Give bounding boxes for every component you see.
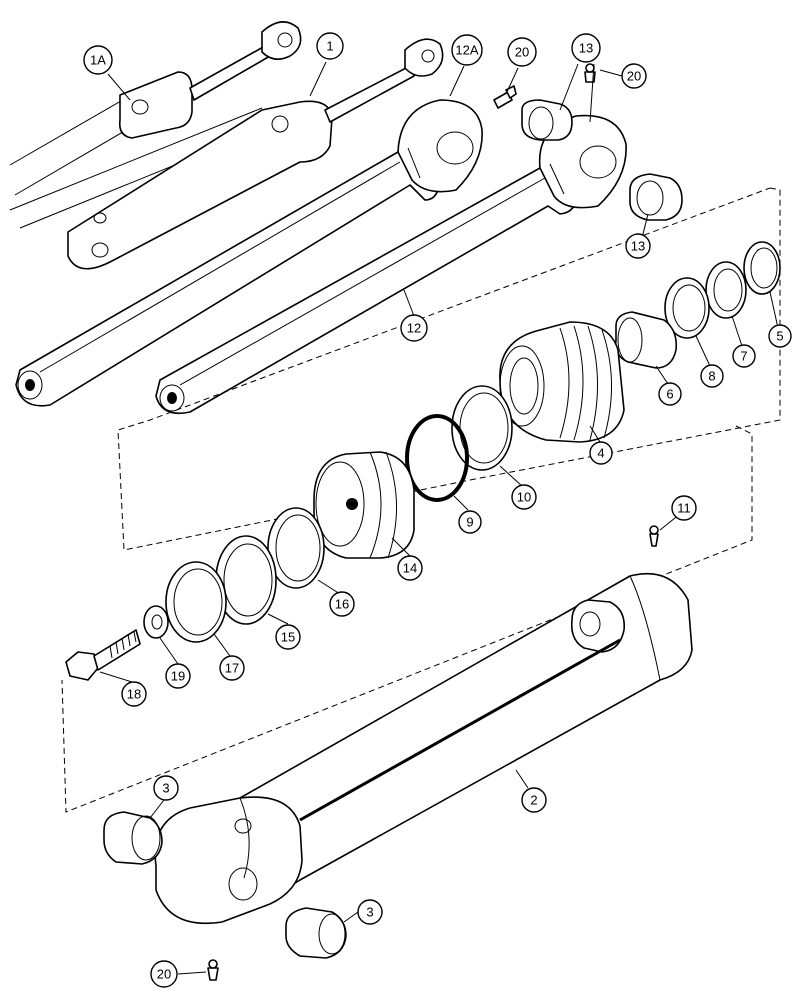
svg-text:19: 19 [171,669,185,684]
wear-ring-17 [165,561,227,643]
callout-11: 11 [671,495,697,521]
callout-17: 17 [219,655,245,681]
svg-text:12: 12 [407,321,421,336]
callout-20-bottom: 20 [150,960,178,988]
svg-text:15: 15 [281,630,295,645]
callout-20-top: 20 [507,37,537,67]
callout-3-left: 3 [153,775,179,801]
svg-text:20: 20 [627,69,641,84]
cylinder-assembly-1a [9,21,302,196]
svg-text:1A: 1A [90,53,106,68]
svg-text:13: 13 [631,239,645,254]
callout-1: 1 [316,32,344,60]
callout-7: 7 [732,344,756,368]
rod-12a [15,99,483,407]
bushing-3-right [285,907,347,959]
callout-13-mid: 13 [625,233,651,259]
svg-text:20: 20 [515,45,529,60]
svg-text:18: 18 [127,687,141,702]
svg-text:17: 17 [225,661,239,676]
gland-4 [499,321,625,443]
svg-text:1: 1 [326,39,333,54]
callout-12a: 12A [451,34,483,66]
bushing-3-left [103,811,163,865]
callout-15: 15 [275,624,301,650]
callout-16: 16 [329,591,355,617]
svg-text:9: 9 [466,515,473,530]
svg-text:14: 14 [403,561,417,576]
svg-text:12A: 12A [455,43,478,58]
cylinder-assembly-1 [9,38,444,270]
callout-12: 12 [400,314,428,342]
callout-6: 6 [658,382,682,406]
rod-12 [155,114,627,415]
grease-fitting-11 [649,525,659,547]
svg-text:3: 3 [366,905,373,920]
seal-8 [664,277,710,339]
svg-text:16: 16 [335,597,349,612]
callout-18: 18 [121,681,147,707]
svg-text:5: 5 [776,329,783,344]
svg-text:6: 6 [666,387,673,402]
o-ring-9 [405,414,469,502]
barrel-clevis [154,796,303,925]
backup-ring-10 [451,385,513,471]
callout-13-top: 13 [571,33,601,63]
kit-boundary-lower [61,425,753,813]
svg-text:2: 2 [530,793,537,808]
callout-5: 5 [768,324,792,348]
callout-2: 2 [521,787,547,813]
callout-14: 14 [397,555,423,581]
callout-9: 9 [458,510,482,534]
svg-text:3: 3 [162,781,169,796]
callout-19: 19 [165,663,191,689]
bolt-18 [65,629,141,681]
svg-text:4: 4 [597,446,604,461]
svg-text:13: 13 [579,41,593,56]
barrel-2 [239,572,693,891]
wiper-seal-5 [743,241,781,295]
callout-4: 4 [589,441,613,465]
washer-19 [143,605,169,639]
svg-text:8: 8 [708,369,715,384]
seal-ring-16 [267,507,325,589]
grease-fitting-20-top [493,85,517,109]
grease-fitting-20-bottom [207,959,219,981]
svg-text:7: 7 [740,349,747,364]
bushing-13-mid [629,173,683,221]
callout-3-right: 3 [357,899,383,925]
svg-text:11: 11 [677,501,691,516]
bushing-6 [614,311,678,369]
bushing-13-top [521,99,573,141]
callout-20-right: 20 [621,63,647,89]
piston-14 [313,451,415,559]
svg-text:10: 10 [517,490,531,505]
seal-7 [705,261,747,319]
callout-1a: 1A [83,45,113,75]
svg-text:20: 20 [157,967,171,982]
callout-8: 8 [700,364,724,388]
callout-10: 10 [511,484,537,510]
